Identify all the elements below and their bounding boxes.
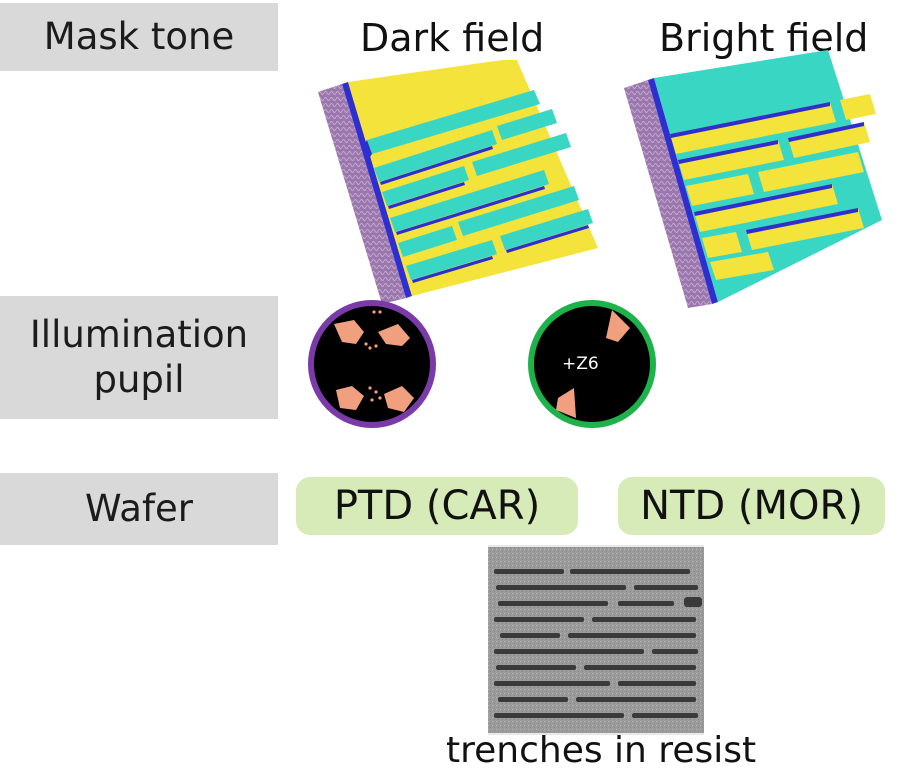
illumination-line-2: pupil — [93, 357, 185, 401]
pupil-pole-bottom-right — [384, 386, 414, 412]
column-title-dark-field: Dark field — [360, 16, 545, 60]
pupil-pole-lower-left — [556, 388, 576, 418]
illumination-line-1: Illumination — [29, 313, 249, 357]
mask-edge — [342, 82, 412, 298]
sem-caption: trenches in resist — [446, 730, 757, 771]
pupil-pole-upper-right — [606, 310, 630, 342]
mask-edge — [648, 78, 718, 304]
absorber-lines — [365, 90, 593, 283]
column-title-bright-field: Bright field — [659, 16, 869, 60]
row-label-mask-tone: Mask tone — [0, 3, 278, 71]
bright-field-pupil — [528, 300, 656, 428]
ptd-car-pill: PTD (CAR) — [296, 477, 578, 535]
row-label-illumination-pupil: Illumination pupil — [0, 296, 278, 419]
sem-trenches — [494, 569, 702, 718]
mask-side-face — [318, 84, 406, 304]
pupil-pole-top-right — [378, 324, 410, 346]
pupil-pole-bottom-left — [336, 386, 364, 410]
pupil-pole-top-left — [334, 320, 364, 344]
clear-lines — [670, 94, 876, 280]
row-label-wafer: Wafer — [0, 473, 278, 545]
pupil-z6-label: +Z6 — [562, 354, 599, 374]
dark-field-pupil — [308, 300, 436, 428]
dark-field-mask — [318, 60, 598, 304]
mask-side-face — [624, 80, 712, 308]
sem-image — [488, 545, 704, 735]
ntd-mor-pill: NTD (MOR) — [618, 477, 885, 535]
bright-field-mask — [624, 50, 882, 308]
